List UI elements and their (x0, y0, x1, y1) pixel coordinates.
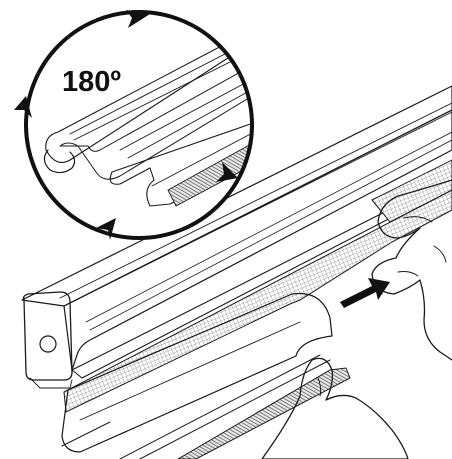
detail-circle (24, 10, 254, 240)
push-arrow-icon (340, 278, 390, 308)
right-hand (371, 179, 452, 361)
cover-clip (61, 292, 333, 453)
rotation-arrows-icon (14, 10, 238, 240)
end-cap (22, 291, 73, 389)
profile-rail (21, 85, 452, 379)
brush-seal (61, 354, 351, 459)
end-cap-hole (39, 335, 57, 353)
mesh-strip (63, 159, 452, 413)
left-hand (261, 357, 409, 459)
rotation-label: 180º (62, 66, 121, 98)
